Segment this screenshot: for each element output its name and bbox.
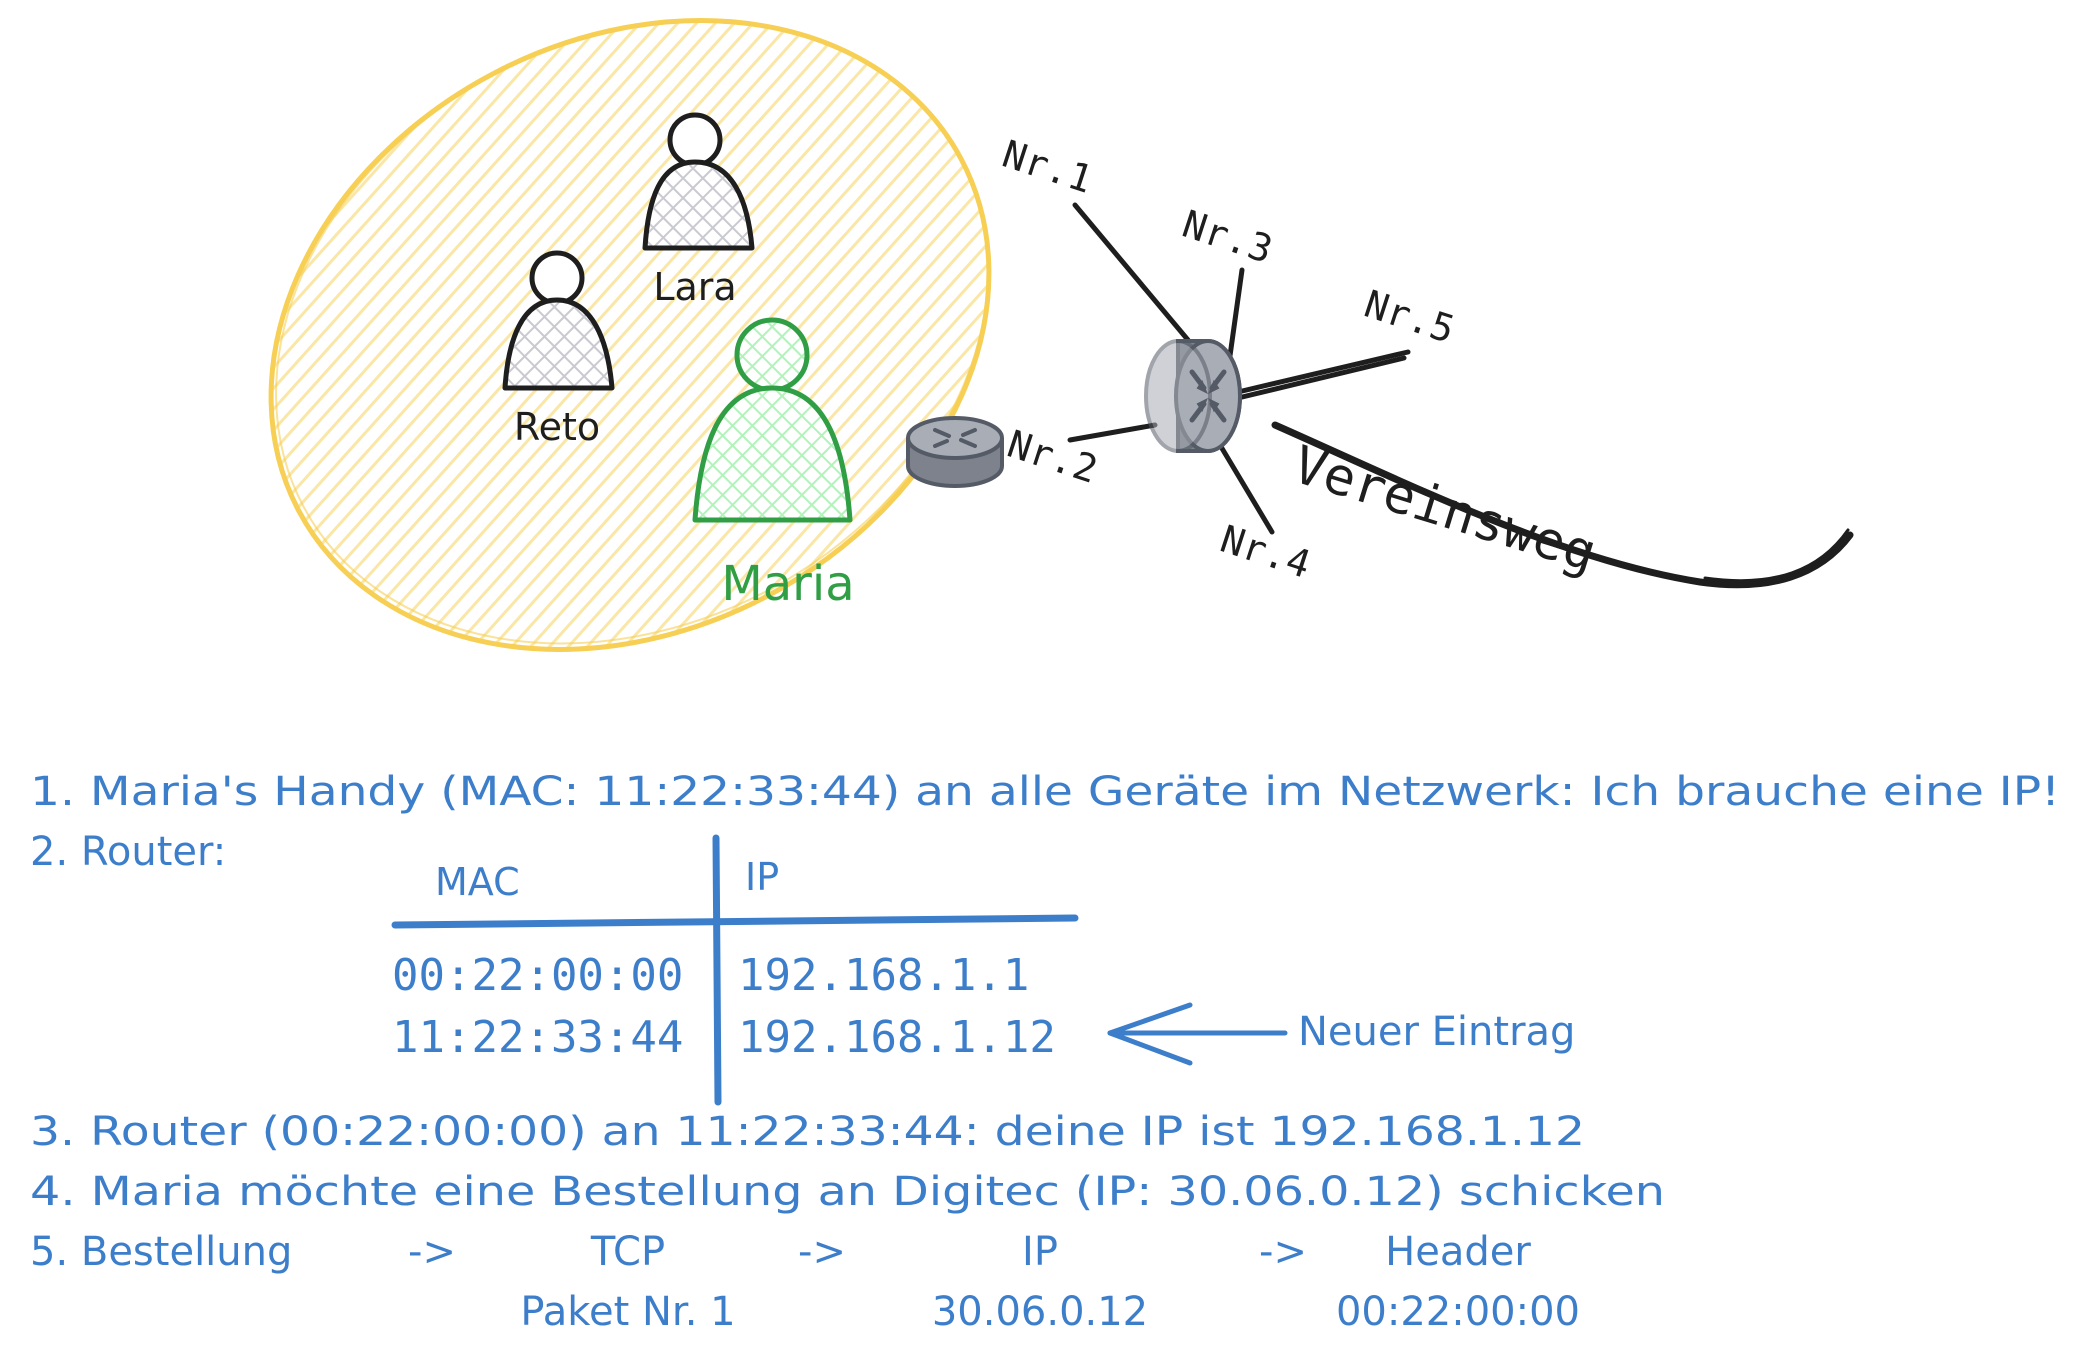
person-maria: Maria [692,317,855,612]
table-cell-mac: 11:22:33:44 [392,1012,683,1063]
person-label-reto: Reto [514,405,600,449]
router-icon [1144,339,1242,453]
step-5-item: TCP [590,1229,665,1275]
person-label-lara: Lara [653,265,736,309]
step-5-item: 5. Bestellung [30,1229,292,1275]
table-row: 00:22:00:00 192.168.1.1 [392,950,1029,1001]
new-entry-annotation: Neuer Eintrag [1298,1009,1575,1055]
network-branch-lines [1067,202,1411,535]
step-5-value: Paket Nr. 1 [520,1289,735,1335]
step-5-arrow: -> [408,1229,456,1275]
step-5-arrow: -> [798,1229,846,1275]
step-5-item: Header [1385,1229,1531,1275]
router-table: MAC IP 00:22:00:00 192.168.1.1 11:22:33:… [391,834,1575,1106]
branch-label-nr1: Nr.1 [997,132,1098,202]
person-icon [692,317,853,523]
table-cell-mac: 00:22:00:00 [392,950,683,1001]
steps: 1. Maria's Handy (MAC: 11:22:33:44) an a… [30,769,2060,1335]
home-router [906,416,1004,488]
step-5-item: IP [1022,1229,1058,1275]
road-vereinsweg: Vereinsweg [1271,421,1854,589]
step-5-value: 30.06.0.12 [932,1289,1148,1335]
table-row: 11:22:33:44 192.168.1.12 [392,1012,1056,1063]
person-icon [642,112,755,251]
road-label: Vereinsweg [1286,435,1603,584]
person-lara: Lara [642,112,755,309]
table-cell-ip: 192.168.1.12 [738,1012,1056,1063]
table-header-ip: IP [745,855,779,899]
central-router [1144,339,1242,453]
table-header-mac: MAC [435,860,520,904]
router-icon [906,416,1004,488]
person-label-maria: Maria [721,556,854,612]
local-network-zone [268,18,992,652]
step-4: 4. Maria möchte eine Bestellung an Digit… [30,1169,1665,1215]
table-column-rule [712,834,722,1106]
branch-label-nr3: Nr.3 [1177,202,1278,272]
step-5-arrow: -> [1259,1229,1307,1275]
branch-label-nr5: Nr.5 [1359,282,1460,352]
person-icon [502,250,615,391]
step-1: 1. Maria's Handy (MAC: 11:22:33:44) an a… [30,769,2060,815]
step-3: 3. Router (00:22:00:00) an 11:22:33:44: … [30,1109,1585,1155]
arrow-left-icon [1107,1002,1288,1066]
table-header-rule [391,914,1079,929]
table-cell-ip: 192.168.1.1 [738,950,1029,1001]
person-reto: Reto [502,250,615,449]
step-5-value: 00:22:00:00 [1336,1289,1580,1335]
step-5: 5. Bestellung -> TCP -> IP -> Header Pak… [30,1229,1580,1335]
step-2: 2. Router: [30,829,226,875]
branch-label-nr4: Nr.4 [1215,517,1316,587]
branch-label-nr2: Nr.2 [1002,422,1103,492]
